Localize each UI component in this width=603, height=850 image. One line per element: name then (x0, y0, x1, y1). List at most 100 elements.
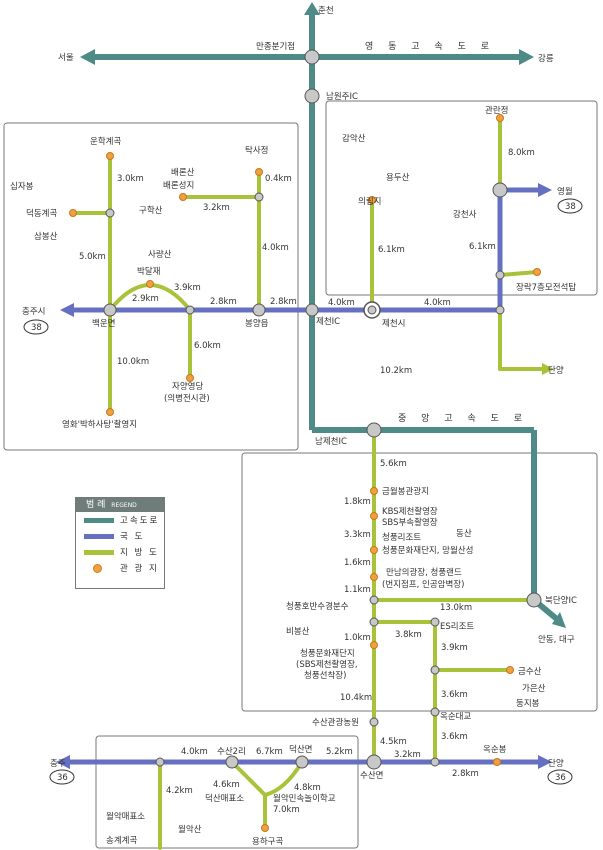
bongyang-eup-label: 봉양읍 (245, 318, 269, 329)
legend-item-label: 국 도 (120, 532, 145, 542)
dungji-peak-label: 둥지봉 (516, 699, 540, 709)
route-38-shield-west (23, 319, 49, 335)
distance-label: 6.1km (378, 245, 405, 255)
seoul-label: 서울 (58, 53, 74, 63)
distance-label: 3.9km (174, 283, 201, 293)
east-region-panel (325, 100, 598, 296)
distance-label: 2.8km (210, 297, 237, 307)
jecheon-city-node-inner (367, 305, 377, 315)
deoksan-ticket-label: 덕산매표소 (205, 793, 244, 804)
distance-label: 4.0km (328, 298, 355, 308)
namwonju-ic-label: 남원주IC (326, 92, 358, 102)
cheongpung-resort-label: 청풍리조트 (382, 533, 421, 543)
route-38-west-number: 38 (31, 323, 42, 333)
jangnak-pagoda-label: 장락7층모전석탑 (516, 282, 576, 293)
distance-label: 0.4km (265, 174, 292, 184)
danyang-label-east: 단양 (548, 365, 564, 376)
namjecheon-ic-label: 남제천IC (315, 436, 347, 447)
danyang-bottom-label: 단양 (548, 758, 564, 769)
route-36-east-number: 36 (555, 773, 566, 783)
cheongpung-complex-mangwol-label: 청풍문화재단지, 망월산성 (382, 545, 473, 556)
gwanran-pavilion-label: 관란정 (485, 105, 508, 116)
distance-label: 3.6km (441, 690, 468, 700)
bungee-label: (번지점프, 인공암벽장) (382, 579, 464, 590)
saryang-mountain-label: 사량산 (148, 249, 172, 260)
national-road-swatch (84, 534, 114, 539)
route-36-shield-west (49, 769, 75, 785)
distance-label: 4.0km (181, 747, 208, 757)
susan-farm-label: 수산관광농원 (312, 717, 359, 728)
route-36-west-number: 36 (57, 773, 68, 783)
distance-label: 3.2km (394, 750, 421, 760)
distance-label: 4.8km (294, 783, 321, 793)
baeron-mountain-label: 배론산 (171, 167, 195, 178)
geumwolbong-label: 금월봉관광지 (382, 486, 429, 497)
expressway-swatch (84, 518, 114, 523)
distance-label: 6.0km (194, 341, 221, 351)
distance-label: 7.0km (273, 805, 300, 815)
distance-label: 2.8km (270, 297, 297, 307)
distance-label: 1.0km (344, 633, 371, 643)
film-location-label: 영화'박하사탕'촬영지 (62, 419, 137, 430)
distance-label: 1.1km (344, 585, 371, 595)
legend: 범 례 REGEND 고속도로 국 도 지 방 도 관 광 지 (75, 497, 165, 589)
local-road-swatch (84, 550, 114, 555)
jecheon-city-label: 제천시 (382, 318, 405, 329)
distance-label: 3.3km (344, 530, 371, 540)
route-38-shield-east (557, 198, 583, 214)
distance-label: 3.0km (117, 174, 144, 184)
manjong-junction-label: 만종분기점 (256, 41, 295, 52)
distance-label: 8.0km (508, 148, 535, 158)
gaeun-mountain-label: 가은산 (522, 683, 546, 694)
yeongwol-label: 영월 (557, 186, 573, 197)
distance-label: 6.1km (469, 242, 496, 252)
chungju-city-label: 충주시 (22, 307, 45, 317)
distance-label: 3.8km (395, 630, 422, 640)
gangneung-label: 강릉 (538, 53, 554, 64)
local-road-arrows (542, 363, 554, 375)
distance-label: 4.0km (262, 243, 289, 253)
yeongdong-expressway-label: 영 동 고 속 도 로 (365, 41, 495, 52)
distance-label: 10.0km (117, 357, 149, 367)
oksun-bridge-label: 옥순대교 (440, 712, 471, 722)
legend-header: 범 례 REGEND (76, 498, 164, 512)
uirimji-label: 의림지 (358, 196, 381, 207)
distance-label: 10.4km (340, 693, 372, 703)
expressways (92, 10, 560, 623)
baeron-shrine-label: 배론성지 (163, 181, 194, 191)
legend-item-expressway: 고속도로 (76, 512, 164, 528)
sambong-mountain-label: 삼봉산 (34, 231, 58, 242)
legend-item-label: 지 방 도 (120, 548, 159, 558)
yongdu-mountain-label: 용두산 (386, 172, 410, 183)
wolak-folk-school-label: 월악민속놀이학교 (273, 793, 336, 804)
legend-item-tourist: 관 광 지 (76, 560, 164, 576)
kbs-studio-label: KBS제천촬영장 (382, 506, 438, 517)
tourist-spot-icon (93, 564, 102, 573)
junction-nodes (103, 49, 542, 770)
dongsan-label: 동산 (456, 528, 472, 539)
cheongpung-pier-label: 청풍선착장) (304, 670, 346, 681)
distance-label: 4.0km (424, 298, 451, 308)
susan2ri-label: 수산2리 (217, 746, 246, 757)
distance-label: 5.6km (380, 459, 407, 469)
sbs-jecheon-label: (SBS제천촬영장, (296, 659, 358, 670)
fountain-label: 청풍호반수경분수 (286, 601, 349, 612)
jecheon-ic-label: 제천IC (316, 316, 340, 327)
bakdal-pass-label: 박달재 (137, 266, 160, 277)
bukdanyang-ic-label: 북단양IC (545, 595, 577, 606)
deoksan-myeon-label: 덕산면 (289, 744, 312, 755)
sipja-peak-label: 십자봉 (10, 182, 34, 192)
distance-label: 4.5km (380, 737, 407, 747)
jayang-shrine-label: 자양영당 (172, 381, 203, 392)
distance-label: 1.8km (344, 497, 371, 507)
legend-item-local: 지 방 도 (76, 544, 164, 560)
wolak-mountain-label: 월악산 (178, 824, 202, 835)
gurak-mountain-label: 구학산 (139, 205, 163, 216)
andong-daegu-label: 안동, 대구 (538, 634, 575, 645)
geumsu-mountain-label: 금수산 (518, 666, 542, 677)
deokdong-valley-label: 덕동계곡 (26, 208, 57, 219)
south-region-panel (241, 452, 598, 712)
bottom-region-panel (95, 735, 359, 849)
distance-label: 2.9km (132, 294, 159, 304)
route-36-shield-east (547, 769, 573, 785)
